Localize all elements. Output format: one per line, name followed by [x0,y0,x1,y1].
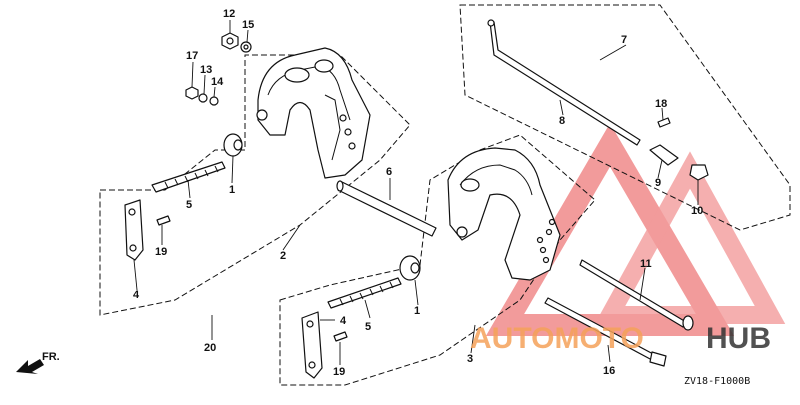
tilt-rod [487,19,641,146]
callout-10: 10 [691,205,703,217]
callout-13: 13 [200,64,212,76]
callout-15: 15 [242,19,254,31]
callout-20: 20 [204,342,216,354]
callout-numbers: 12 15 17 13 14 1 5 2 19 4 6 7 8 18 9 10 … [133,8,703,378]
plate-right [301,311,323,379]
callout-4b: 4 [340,315,347,327]
washer-13 [198,93,208,103]
washer-right [399,255,421,281]
leader-lines [133,20,699,365]
callout-11: 11 [640,258,652,270]
diagram-code: ZV18-F1000B [684,376,750,387]
callout-9: 9 [655,177,661,189]
pin-19-right [333,331,348,342]
arrow-left-icon [16,359,44,374]
callout-5b: 5 [365,321,371,333]
callout-17: 17 [186,50,198,62]
plug [689,164,709,181]
callout-5a: 5 [186,199,192,211]
washer-14 [209,96,219,106]
bracket-right [447,147,561,281]
watermark-text: AUTOMOTO HUB [470,322,771,355]
front-direction: FR. [16,351,60,374]
bracket-left [256,47,371,179]
pin-19-left [156,215,171,226]
callout-12: 12 [223,8,235,20]
shaft [336,180,437,237]
nut-17 [185,86,199,100]
callout-18: 18 [655,98,667,110]
nut-12 [221,32,239,50]
watermark-text-a: AUTOMOTO [470,322,644,355]
callout-2: 2 [280,250,286,262]
washer-left [223,133,243,157]
plate-left [124,199,144,261]
callout-1a: 1 [229,184,235,196]
threaded-rod-left [151,161,226,193]
bolt-long-16 [544,297,667,367]
washer-15 [240,41,252,53]
front-label: FR. [42,351,60,363]
group-outline-rod [459,4,791,231]
bolt-long-11 [579,259,694,331]
callout-6: 6 [386,166,392,178]
callout-3: 3 [467,353,473,365]
group-outline-left [99,54,411,316]
threaded-rod-right [327,277,402,309]
callout-7: 7 [621,34,627,46]
callout-4a: 4 [133,289,140,301]
callout-1b: 1 [414,305,420,317]
callout-19b: 19 [333,366,345,378]
callout-14: 14 [211,76,224,88]
watermark-text-b: HUB [706,322,771,355]
callout-8: 8 [559,115,565,127]
callout-16: 16 [603,365,615,377]
grip [649,144,679,166]
pin-18 [657,117,671,128]
callout-19a: 19 [155,246,167,258]
